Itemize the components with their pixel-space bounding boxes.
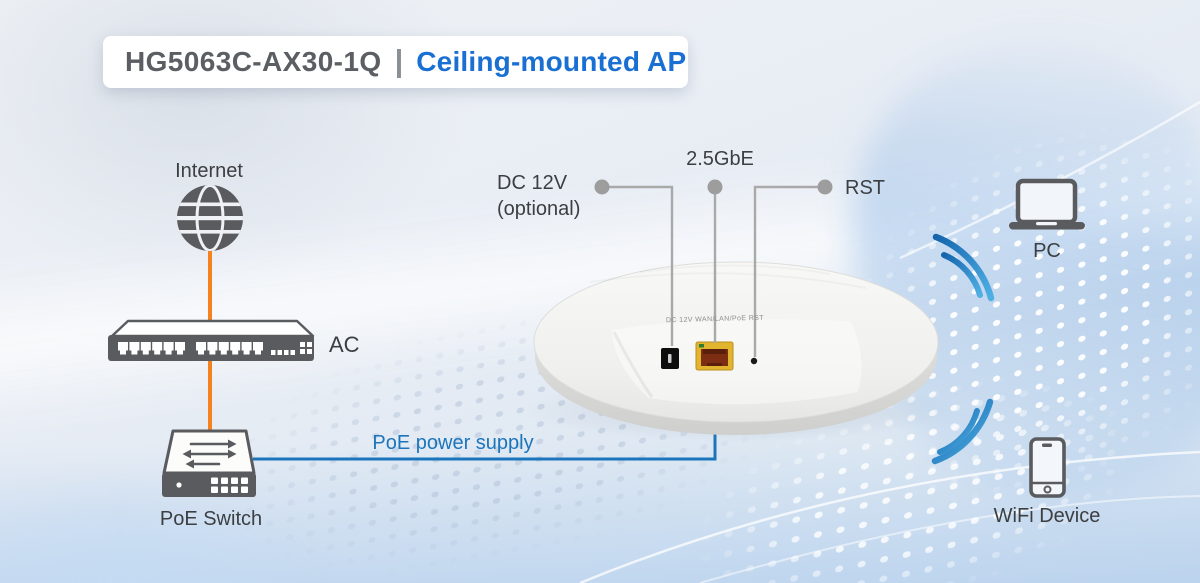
reset-button	[750, 357, 758, 365]
callout-dot	[594, 179, 610, 195]
callout-dots	[594, 179, 833, 195]
poe-power-supply-label: PoE power supply	[372, 432, 534, 454]
poe-switch-icon	[162, 429, 256, 497]
laptop-icon	[1009, 178, 1085, 230]
pc-label: PC	[1033, 240, 1061, 262]
model-name: HG5063C-AX30-1Q	[125, 46, 382, 77]
product-type: Ceiling-mounted AP	[416, 46, 687, 77]
callout-dot	[707, 179, 723, 195]
internet-label: Internet	[175, 160, 243, 182]
dc-power-label-line1: DC 12V	[497, 172, 568, 194]
callout-line-reset	[753, 185, 825, 357]
ac-switch-icon	[108, 319, 315, 361]
dc-power-label-line2: (optional)	[497, 198, 581, 220]
title-banner: HG5063C-AX30-1Q | Ceiling-mounted AP	[103, 36, 688, 88]
reset-label: RST	[845, 177, 885, 199]
title-separator: |	[394, 42, 404, 78]
ac-label: AC	[329, 332, 360, 357]
callout-line-dc	[602, 185, 674, 346]
callout-dot	[817, 179, 833, 195]
access-point-device	[519, 261, 955, 442]
callout-lines	[602, 185, 825, 357]
ethernet-label: 2.5GbE	[686, 148, 754, 170]
ethernet-port	[695, 341, 734, 371]
smartphone-icon	[1029, 437, 1066, 498]
wifi-signal-icon	[931, 398, 994, 465]
globe-icon	[177, 185, 243, 251]
wifi-device-label: WiFi Device	[993, 505, 1101, 527]
poe-switch-label: PoE Switch	[159, 508, 263, 530]
dc-port	[661, 348, 679, 369]
dc-power-label: DC 12V (optional)	[497, 170, 580, 222]
wifi-signal-icon	[932, 233, 995, 302]
device-port-recess	[612, 319, 862, 405]
